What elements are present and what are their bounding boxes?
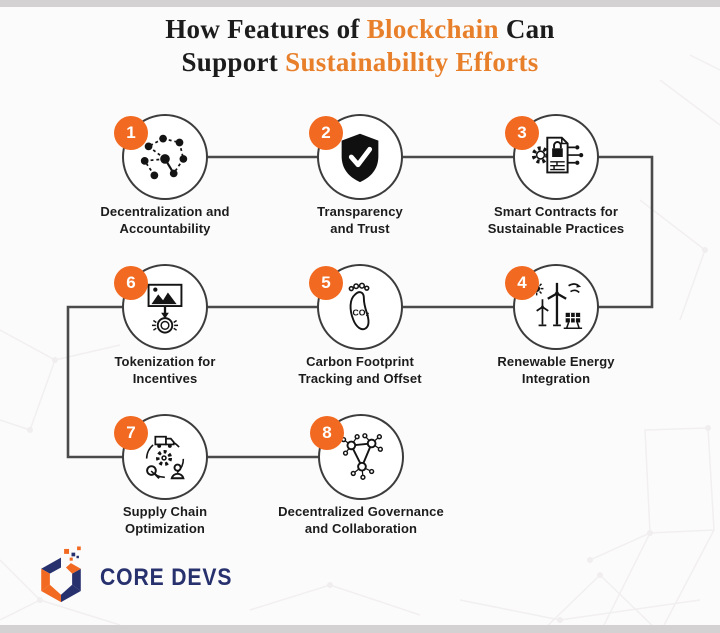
feature-node-5: 5 CO₂ [309, 264, 403, 350]
step-number-badge: 5 [309, 266, 343, 300]
core-devs-logo-mark [41, 546, 81, 603]
tokenization-icon [147, 283, 183, 334]
governance-network-icon [340, 433, 383, 480]
top-border-band [0, 0, 720, 7]
step-number-badge: 1 [114, 116, 148, 150]
feature-node-2: 2 [309, 114, 403, 200]
feature-node-4: 4 [505, 264, 599, 350]
step-number-badge: 8 [310, 416, 344, 450]
svg-text:CO₂: CO₂ [353, 308, 370, 318]
core-devs-logo-text: CORE DEVS [100, 564, 233, 591]
bottom-border-band [0, 625, 720, 633]
step-number-badge: 6 [114, 266, 148, 300]
feature-node-3: 3 [505, 114, 599, 200]
feature-node-7: 7 [114, 414, 208, 500]
step-number-badge: 4 [505, 266, 539, 300]
infographic-title: How Features of Blockchain Can Support S… [0, 13, 720, 79]
network-nodes-icon [140, 134, 188, 180]
carbon-footprint-icon: CO₂ [348, 282, 370, 331]
shield-check-icon [341, 133, 379, 183]
feature-node-8: 8 [310, 414, 404, 500]
title-line2: Support Sustainability Efforts [181, 47, 539, 77]
step-number-badge: 7 [114, 416, 148, 450]
step-number-badge: 3 [505, 116, 539, 150]
feature-node-6: 6 [114, 264, 208, 350]
step-number-badge: 2 [309, 116, 343, 150]
core-devs-logo: CORE DEVS [30, 544, 250, 612]
feature-node-1: 1 [114, 114, 208, 200]
supply-chain-icon [145, 435, 185, 480]
smart-contract-icon [531, 136, 584, 174]
title-line1: How Features of Blockchain Can [165, 14, 555, 44]
